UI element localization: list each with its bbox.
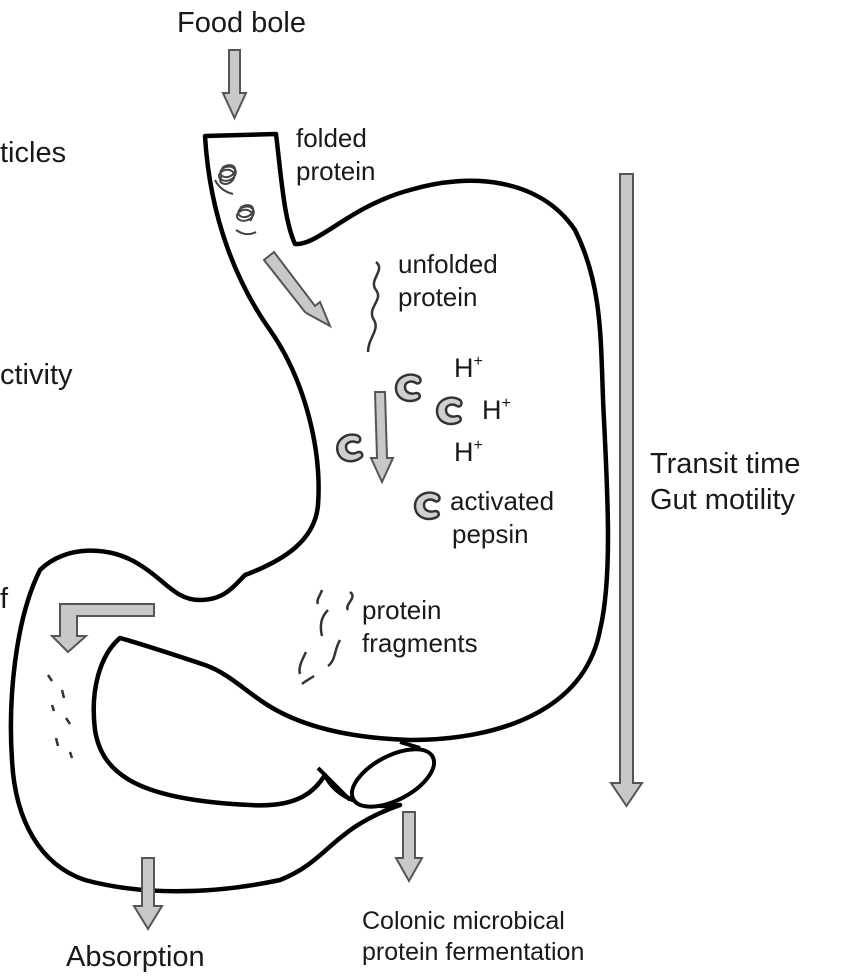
- colonic-line-2: protein fermentation: [362, 937, 584, 968]
- unfolded-protein-line-1: unfolded: [398, 248, 498, 281]
- pylorus-tube: [318, 737, 443, 818]
- h-ion-symbol: H: [454, 437, 474, 467]
- h-ion-symbol: H: [454, 353, 474, 383]
- left-fragment-label-3: f: [0, 582, 8, 617]
- pepsin-enzyme-icon: [335, 375, 461, 519]
- absorbed-fragments-dashes: [48, 675, 72, 758]
- activated-pepsin-label: activated pepsin: [450, 485, 554, 550]
- transit-time-arrow-icon: [611, 174, 642, 806]
- protein-fragments-line-2: fragments: [362, 627, 478, 660]
- protein-fragments-label: protein fragments: [362, 594, 478, 659]
- folded-protein-line-2: protein: [296, 155, 376, 188]
- h-ion-symbol: H: [482, 395, 502, 425]
- h-ion-charge: +: [474, 353, 483, 370]
- unfolded-protein-line-2: protein: [398, 281, 498, 314]
- left-fragment-label-2: ctivity: [0, 358, 73, 393]
- folded-protein-label: folded protein: [296, 122, 376, 187]
- protein-fragments-icon: [299, 590, 352, 684]
- colonic-line-1: Colonic microbical: [362, 906, 584, 937]
- folded-protein-line-1: folded: [296, 122, 376, 155]
- colonic-fermentation-label: Colonic microbical protein fermentation: [362, 906, 584, 969]
- h-ion-label: H+: [454, 352, 483, 384]
- transit-time-line: Transit time: [650, 446, 800, 482]
- activated-pepsin-line-2: pepsin: [450, 518, 554, 551]
- activated-pepsin-line-1: activated: [450, 485, 554, 518]
- h-ion-label: H+: [454, 436, 483, 468]
- unfolded-protein-label: unfolded protein: [398, 248, 498, 313]
- absorption-label: Absorption: [66, 940, 205, 975]
- food-bole-arrow-icon: [223, 50, 246, 118]
- h-ion-charge: +: [474, 437, 483, 454]
- gut-motility-line: Gut motility: [650, 482, 800, 518]
- unfolding-arrow-icon: [264, 252, 330, 326]
- activation-arrow-icon: [371, 392, 393, 482]
- h-ion-charge: +: [502, 395, 511, 412]
- colonic-arrow-icon: [396, 812, 422, 881]
- absorption-arrow-icon: [134, 858, 162, 929]
- unfolded-protein-strand-icon: [368, 262, 379, 352]
- food-bole-label: Food bole: [177, 6, 306, 41]
- protein-fragments-line-1: protein: [362, 594, 478, 627]
- h-ion-label: H+: [482, 394, 511, 426]
- transit-time-label: Transit time Gut motility: [650, 446, 800, 519]
- left-fragment-label-1: ticles: [0, 136, 66, 171]
